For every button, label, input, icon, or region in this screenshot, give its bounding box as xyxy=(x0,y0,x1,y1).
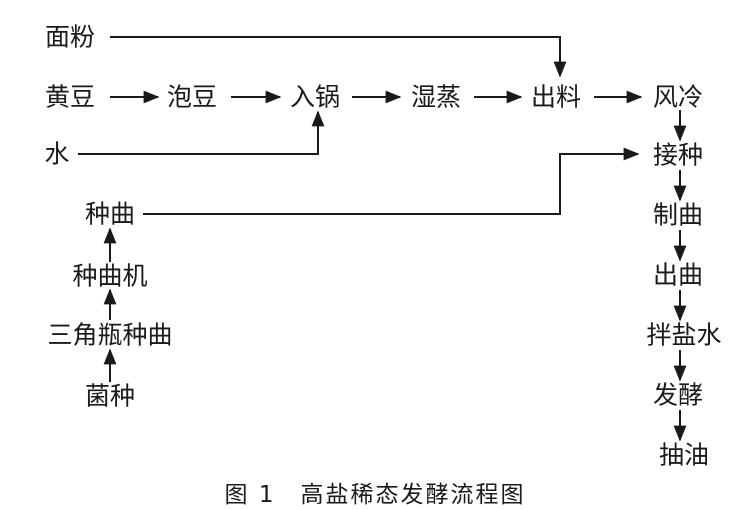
node-koji-making: 制曲 xyxy=(652,200,704,230)
node-water: 水 xyxy=(44,139,70,169)
node-koji-out: 出曲 xyxy=(652,260,704,290)
node-seed-koji: 种曲 xyxy=(84,199,136,229)
node-soak-beans: 泡豆 xyxy=(166,82,218,112)
node-air-cool: 风冷 xyxy=(652,82,704,112)
arrow-water-to-pot xyxy=(78,110,325,155)
node-discharge: 出料 xyxy=(530,82,582,112)
node-strain: 菌种 xyxy=(84,381,136,411)
arrow-flour-to-discharge xyxy=(110,36,567,78)
node-extract-oil: 抽油 xyxy=(658,440,710,470)
arrow-seedkoji-to-inoculate xyxy=(143,147,640,215)
node-mix-brine: 拌盐水 xyxy=(646,320,722,350)
node-into-pot: 入锅 xyxy=(289,82,341,112)
node-ferment: 发酵 xyxy=(652,380,704,410)
node-inoculate: 接种 xyxy=(652,140,704,170)
node-wet-steam: 湿蒸 xyxy=(410,82,462,112)
node-flask-seed-koji: 三角瓶种曲 xyxy=(47,320,173,350)
node-seed-koji-machine: 种曲机 xyxy=(72,261,148,291)
node-flour: 面粉 xyxy=(44,22,96,52)
figure-caption: 图 1 高盐稀态发酵流程图 xyxy=(224,482,526,508)
node-soybean: 黄豆 xyxy=(44,82,96,112)
